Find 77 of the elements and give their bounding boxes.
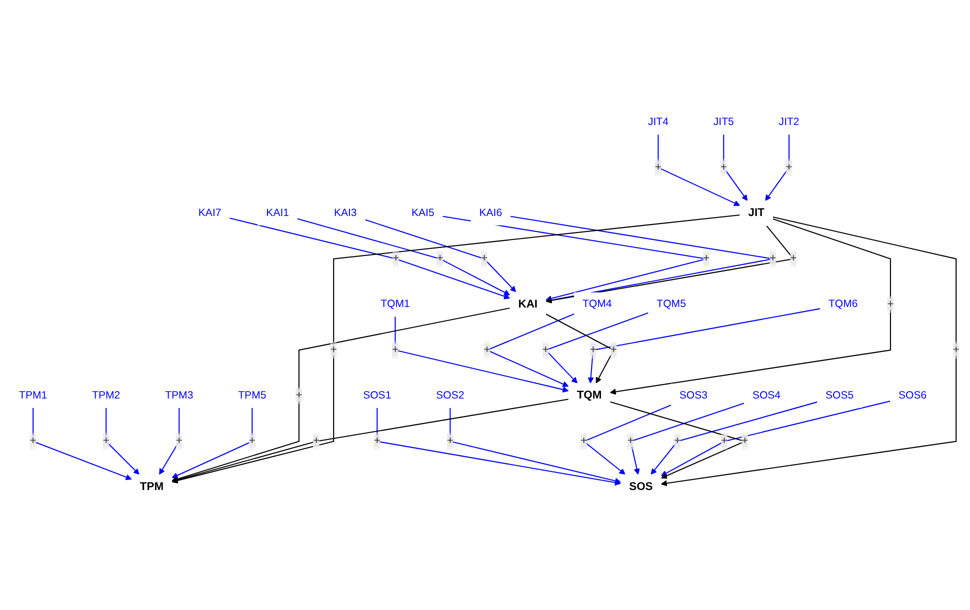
edge-label: + — [720, 435, 728, 447]
node-text: KAI5 — [411, 206, 434, 219]
node-text: TPM1 — [19, 389, 48, 402]
edge-label: + — [654, 161, 662, 174]
arrow — [660, 400, 890, 476]
edge-label: + — [720, 161, 727, 174]
arrow — [658, 134, 740, 206]
arrow — [394, 316, 569, 393]
arrow — [230, 218, 510, 300]
edge-label: + — [446, 435, 454, 447]
edge-label: + — [102, 435, 110, 447]
node-text: TQM — [576, 389, 602, 402]
edge-label: + — [627, 435, 634, 447]
node-text: SOS — [629, 480, 653, 493]
edge-label: + — [786, 161, 792, 174]
node-text: KAI — [518, 298, 538, 310]
node-text: SOS4 — [752, 389, 781, 402]
edge-label: + — [674, 435, 681, 447]
edge-label: + — [313, 435, 320, 447]
edge-label: + — [590, 344, 596, 356]
node-text: TQM6 — [828, 298, 858, 310]
node-text: JIT2 — [778, 116, 800, 128]
node-text: JIT5 — [713, 116, 734, 128]
node-text: TPM5 — [238, 389, 266, 402]
edge-label: + — [374, 435, 380, 447]
node-text: SOS6 — [898, 389, 927, 402]
edge-label: + — [30, 435, 36, 447]
arrow — [172, 408, 253, 478]
edge-label: + — [542, 344, 549, 356]
arrow — [723, 134, 748, 201]
edge-label: + — [176, 435, 182, 447]
node-text: TPM — [140, 480, 164, 493]
arrow — [365, 219, 516, 292]
edge-label: + — [703, 252, 710, 264]
node-text: TQM5 — [656, 298, 686, 310]
arrow — [650, 402, 818, 475]
arrow — [765, 134, 790, 201]
edge-label: + — [436, 252, 444, 264]
node-text: KAI3 — [334, 206, 357, 219]
node-text: TPM3 — [165, 389, 194, 402]
node-text: KAI7 — [198, 206, 222, 219]
node-text: SOS5 — [825, 389, 854, 402]
node-text: TPM2 — [92, 389, 120, 402]
edge-label: + — [296, 389, 302, 402]
arrow — [32, 408, 132, 480]
edge-label: + — [392, 344, 399, 356]
arrow — [610, 401, 746, 479]
arrow — [450, 408, 621, 484]
node-text: SOS1 — [363, 389, 392, 402]
node-text: SOS2 — [436, 389, 464, 402]
node-text: JIT — [748, 206, 764, 219]
edge-label: + — [480, 252, 488, 264]
edge-label: + — [484, 344, 490, 356]
edge-label: + — [580, 435, 588, 447]
arrow — [297, 218, 510, 296]
edge-label: + — [610, 344, 617, 356]
node-text: SOS3 — [679, 389, 708, 402]
node-text: TQM1 — [380, 298, 410, 310]
edge-label: + — [790, 252, 797, 264]
node-text: KAI1 — [266, 206, 290, 219]
edge-label: + — [392, 252, 400, 264]
edge-label: + — [952, 344, 960, 356]
arrow — [172, 308, 510, 482]
arrow — [544, 312, 648, 384]
edge-label: + — [330, 344, 337, 356]
edge-label: + — [742, 435, 748, 447]
edge-label: + — [248, 435, 256, 447]
arrow — [660, 216, 957, 486]
arrow — [172, 398, 568, 483]
arrow — [106, 408, 140, 475]
arrow — [630, 402, 744, 475]
arrow — [172, 214, 740, 484]
edge-label: + — [887, 298, 894, 310]
arrow — [376, 408, 621, 486]
arrow — [159, 408, 180, 475]
edge-label: + — [770, 252, 776, 264]
node-text: JIT4 — [648, 116, 668, 128]
